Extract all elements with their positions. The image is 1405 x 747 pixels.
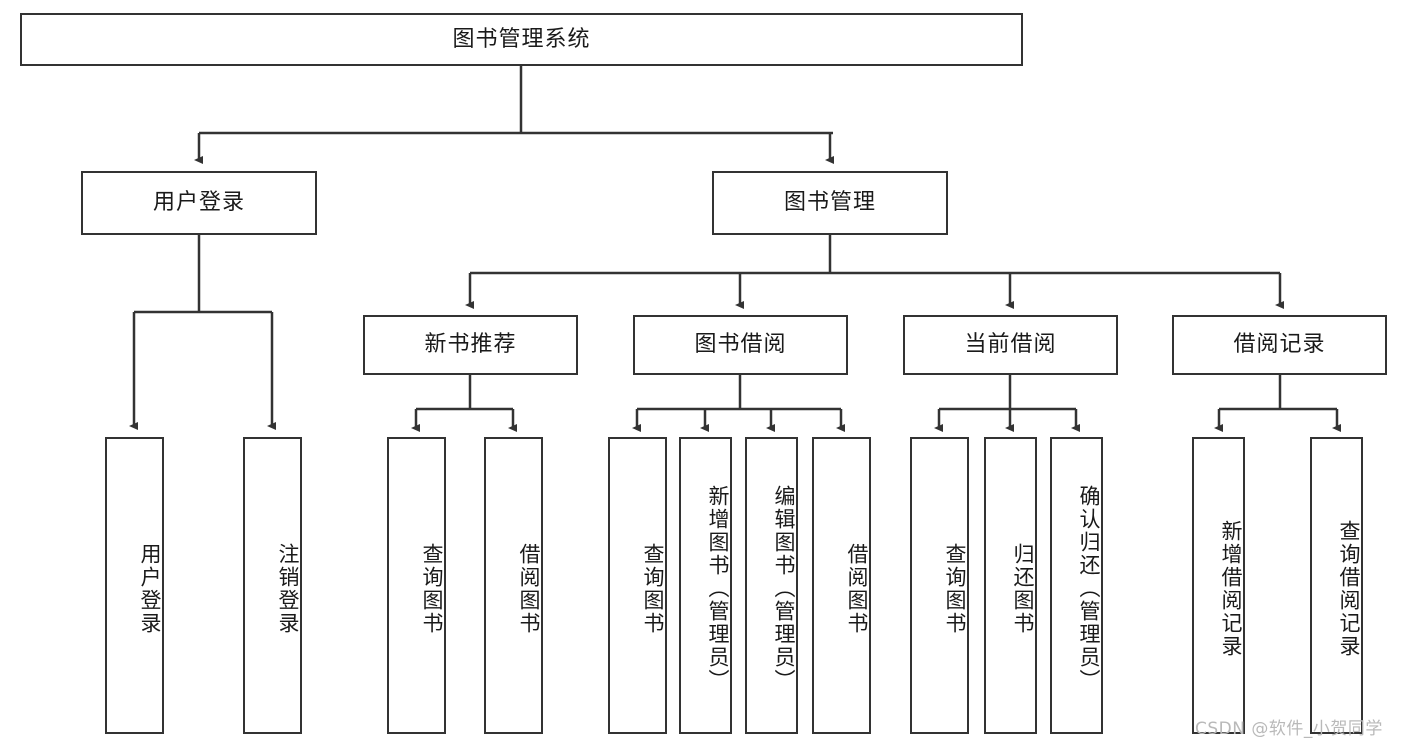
node-user-login[interactable]: 用户登录 [81,171,317,235]
node-leaf-query-borrow-record[interactable]: 查询借阅记录 [1310,437,1363,734]
node-leaf-confirm-return-label: 确认归还（管理员） [1077,485,1101,692]
node-leaf-confirm-return[interactable]: 确认归还（管理员） [1050,437,1103,734]
node-leaf-add-borrow-record[interactable]: 新增借阅记录 [1192,437,1245,734]
node-leaf-user-logout-label: 注销登录 [276,542,300,635]
node-leaf-user-logout[interactable]: 注销登录 [243,437,302,734]
node-leaf-user-login-label: 用户登录 [138,542,162,635]
node-leaf-return-book-label: 归还图书 [1011,542,1035,635]
node-leaf-edit-book-label: 编辑图书（管理员） [772,485,796,692]
node-root[interactable]: 图书管理系统 [20,13,1023,66]
node-leaf-borrow-book-rec[interactable]: 借阅图书 [484,437,543,734]
node-leaf-add-borrow-record-label: 新增借阅记录 [1219,519,1243,658]
node-leaf-edit-book[interactable]: 编辑图书（管理员） [745,437,798,734]
node-leaf-borrow-book-rec-label: 借阅图书 [517,542,541,635]
node-leaf-query-book-rec[interactable]: 查询图书 [387,437,446,734]
node-book-borrow-label: 图书借阅 [694,332,787,358]
node-borrow-record-label: 借阅记录 [1233,332,1326,358]
node-leaf-query-book-cur[interactable]: 查询图书 [910,437,969,734]
node-leaf-query-book-borrow-label: 查询图书 [641,542,665,635]
node-leaf-query-book-borrow[interactable]: 查询图书 [608,437,667,734]
node-leaf-borrow-book-label: 借阅图书 [845,542,869,635]
node-leaf-query-borrow-record-label: 查询借阅记录 [1337,519,1361,658]
node-book-borrow[interactable]: 图书借阅 [633,315,848,375]
node-leaf-add-book-label: 新增图书（管理员） [706,485,730,692]
node-leaf-return-book[interactable]: 归还图书 [984,437,1037,734]
node-leaf-user-login[interactable]: 用户登录 [105,437,164,734]
node-root-label: 图书管理系统 [452,26,591,52]
node-new-book-rec-label: 新书推荐 [424,332,517,358]
node-leaf-add-book[interactable]: 新增图书（管理员） [679,437,732,734]
node-leaf-query-book-rec-label: 查询图书 [420,542,444,635]
node-book-manage-label: 图书管理 [783,190,876,216]
csdn-watermark: CSDN @软件_小贺同学 [1195,719,1383,739]
node-leaf-query-book-cur-label: 查询图书 [943,542,967,635]
node-leaf-borrow-book[interactable]: 借阅图书 [812,437,871,734]
node-borrow-record[interactable]: 借阅记录 [1172,315,1387,375]
node-current-borrow-label: 当前借阅 [964,332,1057,358]
node-new-book-rec[interactable]: 新书推荐 [363,315,578,375]
node-book-manage[interactable]: 图书管理 [712,171,948,235]
node-user-login-label: 用户登录 [152,190,245,216]
node-current-borrow[interactable]: 当前借阅 [903,315,1118,375]
